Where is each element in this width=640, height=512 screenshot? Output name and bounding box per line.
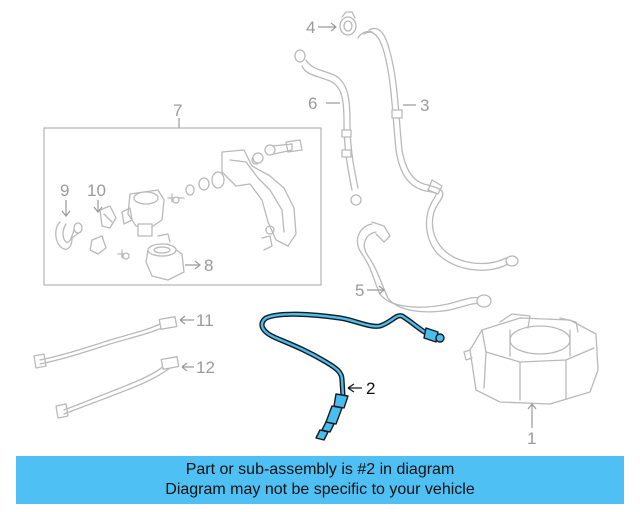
part-12-sensor [55, 356, 194, 419]
callout-7: 7 [173, 101, 182, 120]
callout-3: 3 [420, 96, 429, 115]
part-6-hose [294, 49, 362, 206]
banner-line-disclaimer: Diagram may not be specific to your vehi… [165, 481, 475, 498]
part-2-highlighted-wire [259, 311, 445, 441]
callout-10: 10 [87, 181, 106, 200]
part-4-clamp [318, 11, 357, 36]
leader-10 [93, 200, 103, 213]
callout-1: 1 [527, 429, 536, 448]
callout-5: 5 [355, 281, 364, 300]
callout-2: 2 [366, 379, 375, 398]
callout-6: 6 [308, 94, 317, 113]
callout-12: 12 [196, 358, 215, 377]
part-3-vent-hose [357, 27, 519, 271]
callout-11: 11 [196, 311, 214, 330]
leader-9 [61, 200, 71, 217]
part-1-canister [463, 313, 599, 428]
info-banner: Part or sub-assembly is #2 in diagram Di… [16, 456, 624, 504]
callout-8: 8 [204, 256, 213, 275]
part-5-hose [356, 221, 492, 313]
part-11-sensor [33, 315, 194, 369]
callout-4: 4 [306, 18, 315, 37]
parts-diagram: 4 3 6 7 9 10 8 5 11 12 2 1 [33, 11, 599, 448]
banner-line-part: Part or sub-assembly is #2 in diagram [185, 461, 455, 478]
callout-9: 9 [60, 181, 69, 200]
part-7-assembly-box [43, 118, 322, 286]
